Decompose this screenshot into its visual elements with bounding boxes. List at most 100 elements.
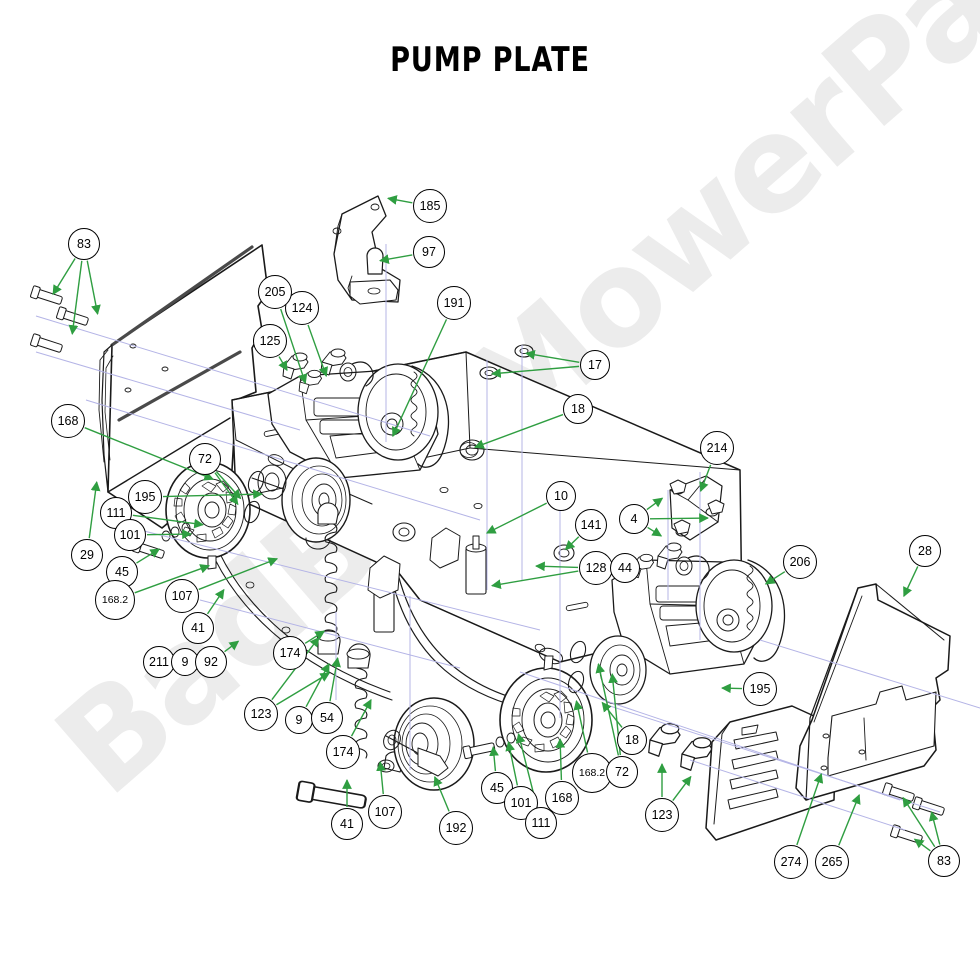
callout-bubble-18[interactable]: 18: [563, 394, 593, 424]
callout-label: 125: [259, 334, 281, 348]
idler-pulley-art: [393, 697, 475, 791]
leader-line: [491, 365, 580, 378]
callout-bubble-111[interactable]: 111: [525, 807, 557, 839]
leader-line: [564, 536, 580, 551]
callout-bubble-191[interactable]: 191: [437, 286, 471, 320]
leader-line: [134, 564, 211, 594]
callout-label: 111: [106, 506, 126, 520]
leader-line: [376, 761, 386, 795]
callout-label: 265: [821, 855, 843, 869]
callout-bubble-107[interactable]: 107: [368, 795, 402, 829]
callout-bubble-97[interactable]: 97: [413, 236, 445, 268]
right-hydro-pump-art: [567, 542, 786, 705]
leader-line: [84, 427, 215, 481]
leader-line: [146, 529, 192, 540]
callout-bubble-107[interactable]: 107: [165, 579, 199, 613]
callout-label: 54: [320, 711, 334, 725]
callout-bubble-72[interactable]: 72: [189, 443, 221, 475]
callout-bubble-206[interactable]: 206: [783, 545, 817, 579]
callout-bubble-92[interactable]: 92: [195, 646, 227, 678]
callout-bubble-123[interactable]: 123: [244, 697, 278, 731]
callout-bubble-192[interactable]: 192: [439, 811, 473, 845]
leader-line: [379, 254, 413, 264]
leader-line: [672, 775, 692, 802]
callout-label: 274: [780, 855, 802, 869]
leader-line: [903, 566, 919, 598]
callout-bubble-54[interactable]: 54: [311, 702, 343, 734]
callout-bubble-9[interactable]: 9: [285, 706, 313, 734]
callout-bubble-168[interactable]: 168: [51, 404, 85, 438]
callout-bubble-141[interactable]: 141: [575, 509, 607, 541]
leader-line: [86, 260, 101, 315]
callout-label: 45: [490, 781, 504, 795]
leader-line: [215, 471, 242, 500]
callout-label: 124: [291, 301, 313, 315]
callout-label: 195: [749, 682, 771, 696]
leader-lines: [52, 195, 941, 852]
callout-bubble-168-2[interactable]: 168.2: [95, 580, 135, 620]
callout-label: 123: [250, 707, 272, 721]
callout-bubble-125[interactable]: 125: [253, 324, 287, 358]
callout-label: 4: [630, 512, 638, 526]
idler-arm-art: [295, 729, 449, 813]
callout-label: 206: [789, 555, 811, 569]
callout-bubble-123[interactable]: 123: [645, 798, 679, 832]
callout-bubble-128[interactable]: 128: [579, 551, 613, 585]
leader-line: [304, 630, 326, 644]
callout-bubble-9[interactable]: 9: [171, 648, 199, 676]
callout-bubble-214[interactable]: 214: [700, 431, 734, 465]
callout-label: 28: [918, 544, 932, 558]
right-shield-panel-art: [795, 583, 951, 801]
callout-bubble-4[interactable]: 4: [619, 504, 649, 534]
leader-line: [305, 662, 330, 708]
callout-bubble-44[interactable]: 44: [610, 553, 640, 583]
callout-label: 72: [615, 765, 629, 779]
callout-bubble-101[interactable]: 101: [114, 519, 146, 551]
callout-label: 205: [264, 285, 286, 299]
callout-bubble-18[interactable]: 18: [617, 725, 647, 755]
callout-label: 83: [937, 854, 951, 868]
callout-bubble-274[interactable]: 274: [774, 845, 808, 879]
callout-bubble-168-2[interactable]: 168.2: [572, 753, 612, 793]
callout-label: 17: [588, 358, 602, 372]
callout-bubble-185[interactable]: 185: [413, 189, 447, 223]
callout-bubble-10[interactable]: 10: [546, 481, 576, 511]
callout-bubble-195[interactable]: 195: [128, 480, 162, 514]
callout-bubble-174[interactable]: 174: [273, 636, 307, 670]
callout-label: 10: [554, 489, 568, 503]
leader-line: [838, 793, 861, 846]
callout-bubble-83[interactable]: 83: [928, 845, 960, 877]
callout-label: 83: [77, 237, 91, 251]
leader-line: [649, 513, 709, 524]
callout-label: 18: [571, 402, 585, 416]
leader-line: [505, 740, 519, 786]
leader-line: [392, 319, 448, 438]
callout-bubble-168[interactable]: 168: [545, 781, 579, 815]
callout-bubble-28[interactable]: 28: [909, 535, 941, 567]
callout-bubble-29[interactable]: 29: [71, 539, 103, 571]
callout-bubble-265[interactable]: 265: [815, 845, 849, 879]
hardware-cluster: [392, 344, 575, 562]
callout-label: 41: [340, 817, 354, 831]
callout-bubble-211[interactable]: 211: [143, 646, 175, 678]
alignment-line: [199, 599, 461, 669]
leader-line: [764, 571, 786, 585]
leader-line: [276, 672, 331, 706]
alignment-line: [759, 639, 980, 709]
callout-bubble-41[interactable]: 41: [182, 612, 214, 644]
leader-line: [198, 557, 279, 591]
callout-bubble-72[interactable]: 72: [606, 756, 638, 788]
callout-bubble-41[interactable]: 41: [331, 808, 363, 840]
callout-bubble-205[interactable]: 205: [258, 275, 292, 309]
callout-bubble-101[interactable]: 101: [504, 786, 538, 820]
callout-label: 111: [531, 816, 551, 830]
callout-label: 29: [80, 548, 94, 562]
leader-line: [721, 683, 743, 694]
callout-bubble-174[interactable]: 174: [326, 735, 360, 769]
callout-bubble-111[interactable]: 111: [100, 497, 132, 529]
leader-line: [646, 497, 664, 511]
callout-bubble-195[interactable]: 195: [743, 672, 777, 706]
callout-bubble-83[interactable]: 83: [68, 228, 100, 260]
callout-bubble-17[interactable]: 17: [580, 350, 610, 380]
callout-label: 195: [134, 490, 156, 504]
